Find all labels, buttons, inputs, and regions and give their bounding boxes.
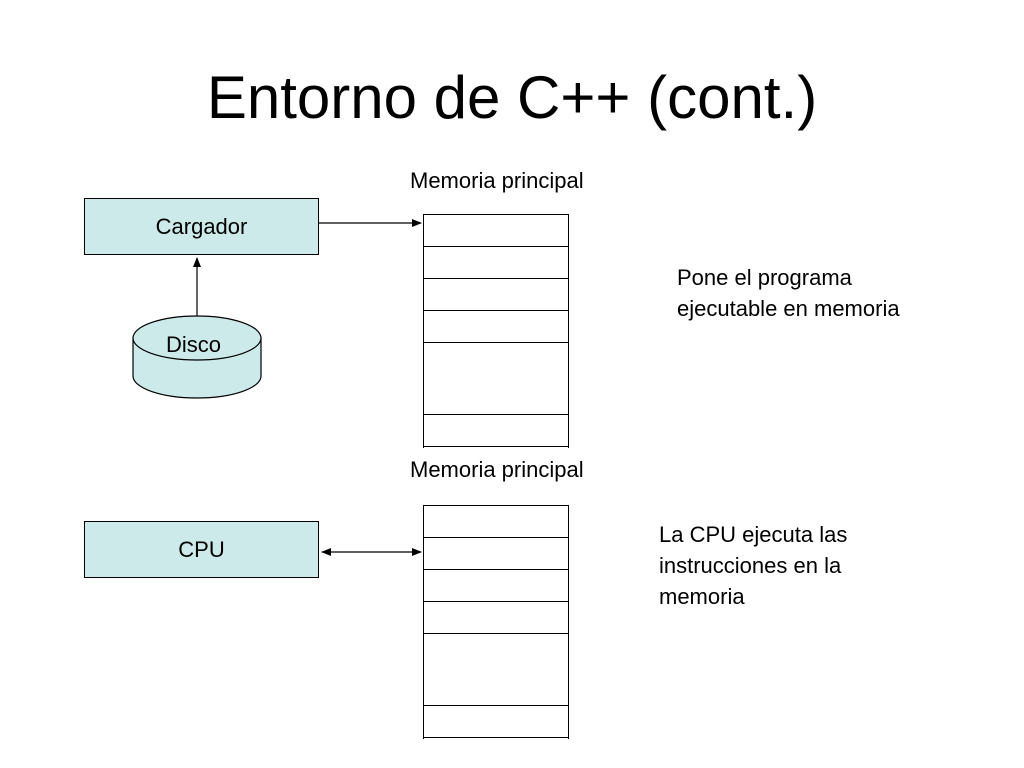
memory-cell [424, 634, 568, 706]
top-note: Pone el programa ejecutable en memoria [677, 262, 900, 324]
loader-label: Cargador [155, 214, 248, 239]
memory-cell [424, 506, 568, 538]
bottom-memory-block [423, 505, 569, 739]
slide-title: Entorno de C++ (cont.) [206, 64, 818, 131]
memory-cell [424, 279, 568, 311]
memory-cell [424, 311, 568, 343]
disk-label: Disco [166, 332, 222, 357]
memory-cell [424, 215, 568, 247]
memory-cell [424, 706, 568, 738]
top-memory-label: Memoria principal [410, 168, 584, 193]
loader-box: Cargador [84, 198, 319, 255]
cpu-box: CPU [84, 521, 319, 578]
bottom-note: La CPU ejecuta las instrucciones en la m… [659, 519, 847, 612]
memory-cell [424, 415, 568, 447]
memory-cell [424, 570, 568, 602]
memory-cell [424, 602, 568, 634]
bottom-note-line: memoria [659, 584, 745, 609]
memory-cell [424, 247, 568, 279]
bottom-memory-label: Memoria principal [410, 457, 584, 482]
disk-cylinder [132, 315, 262, 399]
bottom-note-line: instrucciones en la [659, 553, 842, 578]
memory-cell [424, 538, 568, 570]
top-note-line: ejecutable en memoria [677, 296, 900, 321]
top-memory-block [423, 214, 569, 448]
cpu-label: CPU [178, 537, 225, 562]
bottom-note-line: La CPU ejecuta las [659, 522, 848, 547]
top-note-line: Pone el programa [677, 265, 852, 290]
memory-cell [424, 343, 568, 415]
